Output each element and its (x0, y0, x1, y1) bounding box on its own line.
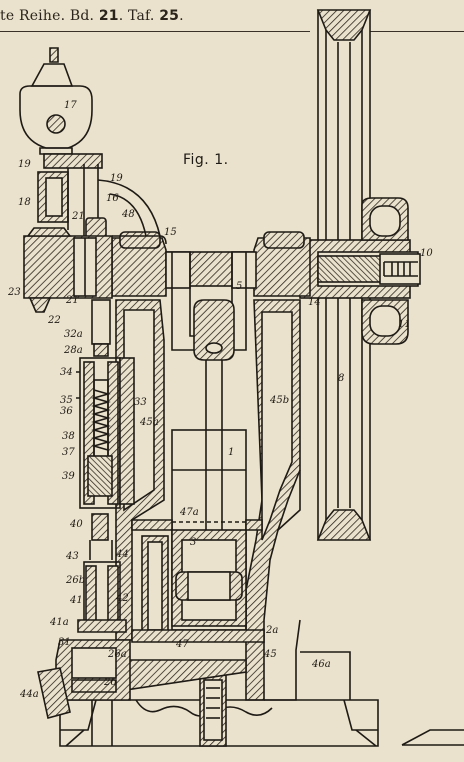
valve-chest (23, 227, 167, 313)
label-8: 8 (338, 373, 345, 384)
label-47a: 47a (180, 507, 199, 518)
label-33: 33 (134, 397, 147, 408)
label-11: 11 (398, 319, 411, 330)
label-16: 16 (106, 193, 119, 204)
plate-number: 25 (159, 8, 180, 24)
label-34: 34 (60, 367, 73, 378)
label-43: 43 (66, 551, 79, 562)
label-40: 40 (70, 519, 83, 530)
label-41: 41 (70, 595, 83, 606)
label-10: 10 (420, 248, 433, 259)
label-19-left: 19 (18, 159, 31, 170)
volume-number: 21 (98, 8, 119, 24)
label-3: 3 (190, 537, 197, 548)
engine-base (59, 651, 464, 747)
lower-pump (37, 561, 131, 746)
label-38: 38 (62, 431, 75, 442)
cylinder-jacket (131, 535, 265, 643)
header-suffix: . (179, 8, 184, 24)
header-rule-right (370, 31, 464, 32)
label-45b: 45b (270, 395, 290, 406)
label-21-upper: 21 (72, 211, 85, 222)
label-14: 14 (308, 297, 321, 308)
header-text: te Reihe. Bd. 21. Taf. 25. (0, 8, 184, 24)
label-23: 23 (8, 287, 21, 298)
pulley-hub (361, 197, 409, 345)
label-21-lower: 21 (66, 295, 79, 306)
label-17: 17 (64, 100, 77, 111)
label-48: 48 (122, 209, 135, 220)
plate-header: te Reihe. Bd. 21. Taf. 25. (0, 0, 464, 34)
label-46a: 46a (312, 659, 331, 670)
connecting-rod (205, 360, 223, 540)
label-31: 31 (58, 637, 71, 648)
label-15: 15 (164, 227, 177, 238)
label-32a: 32a (64, 329, 83, 340)
label-44: 44 (116, 549, 129, 560)
label-28a: 28a (64, 345, 83, 356)
label-26: 26 (104, 677, 117, 688)
governor-head (19, 47, 93, 155)
label-19: 19 (110, 173, 123, 184)
header-middle: . Taf. (118, 8, 155, 24)
label-26b: 26b (66, 575, 86, 586)
header-rule-left (0, 31, 310, 32)
label-5: 5 (236, 281, 243, 292)
label-41a: 41a (50, 617, 69, 628)
crank-assembly (171, 252, 247, 361)
label-18: 18 (18, 197, 31, 208)
label-1: 1 (228, 447, 235, 458)
cylinder-and-piston (131, 429, 263, 631)
label-42: 42 (116, 593, 129, 604)
bearing-blocks (111, 231, 311, 297)
label-45a: 45a (140, 417, 159, 428)
fuel-pump-column (76, 299, 135, 560)
header-prefix: te Reihe. Bd. (0, 8, 95, 24)
label-39: 39 (62, 471, 75, 482)
label-47: 47 (176, 639, 189, 650)
figure-title: Fig. 1. (183, 152, 229, 168)
label-2a: 2a (266, 625, 279, 636)
label-22: 22 (48, 315, 61, 326)
valve-gear-column (37, 153, 161, 250)
label-44a: 44a (20, 689, 39, 700)
label-35: 35 (60, 395, 73, 406)
label-37: 37 (62, 447, 75, 458)
label-36: 36 (60, 406, 73, 417)
label-26a: 26a (108, 649, 127, 660)
label-45: 45 (264, 649, 277, 660)
